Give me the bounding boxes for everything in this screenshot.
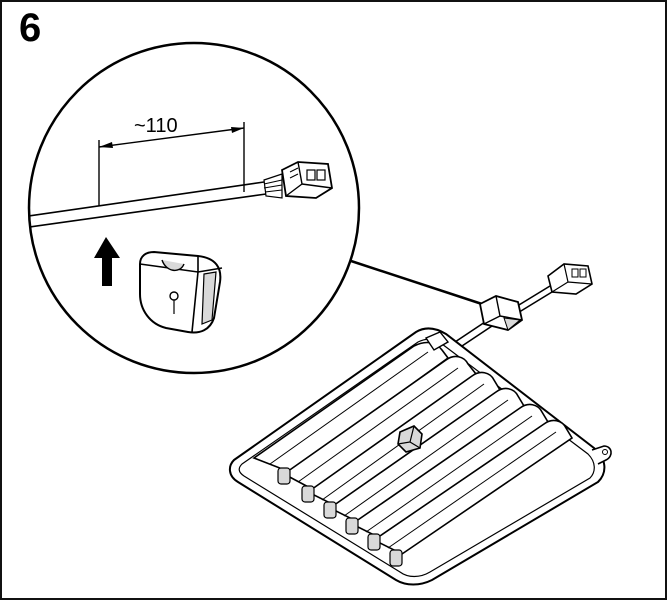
connector-detail (281, 161, 333, 199)
arrow-up-icon (94, 237, 120, 286)
connector (547, 263, 593, 295)
center-boss (397, 425, 423, 453)
cable-clip-detail (139, 250, 223, 334)
leader-line (347, 258, 483, 306)
dimension-label: ~110 (134, 115, 178, 137)
dimension-marker: ~110 (98, 115, 245, 206)
detail-magnifier: ~110 (27, 41, 361, 375)
step-number: 6 (19, 6, 42, 50)
ribbed-plate (228, 327, 612, 586)
cable-detail (29, 181, 267, 229)
cable-clip (478, 295, 524, 331)
